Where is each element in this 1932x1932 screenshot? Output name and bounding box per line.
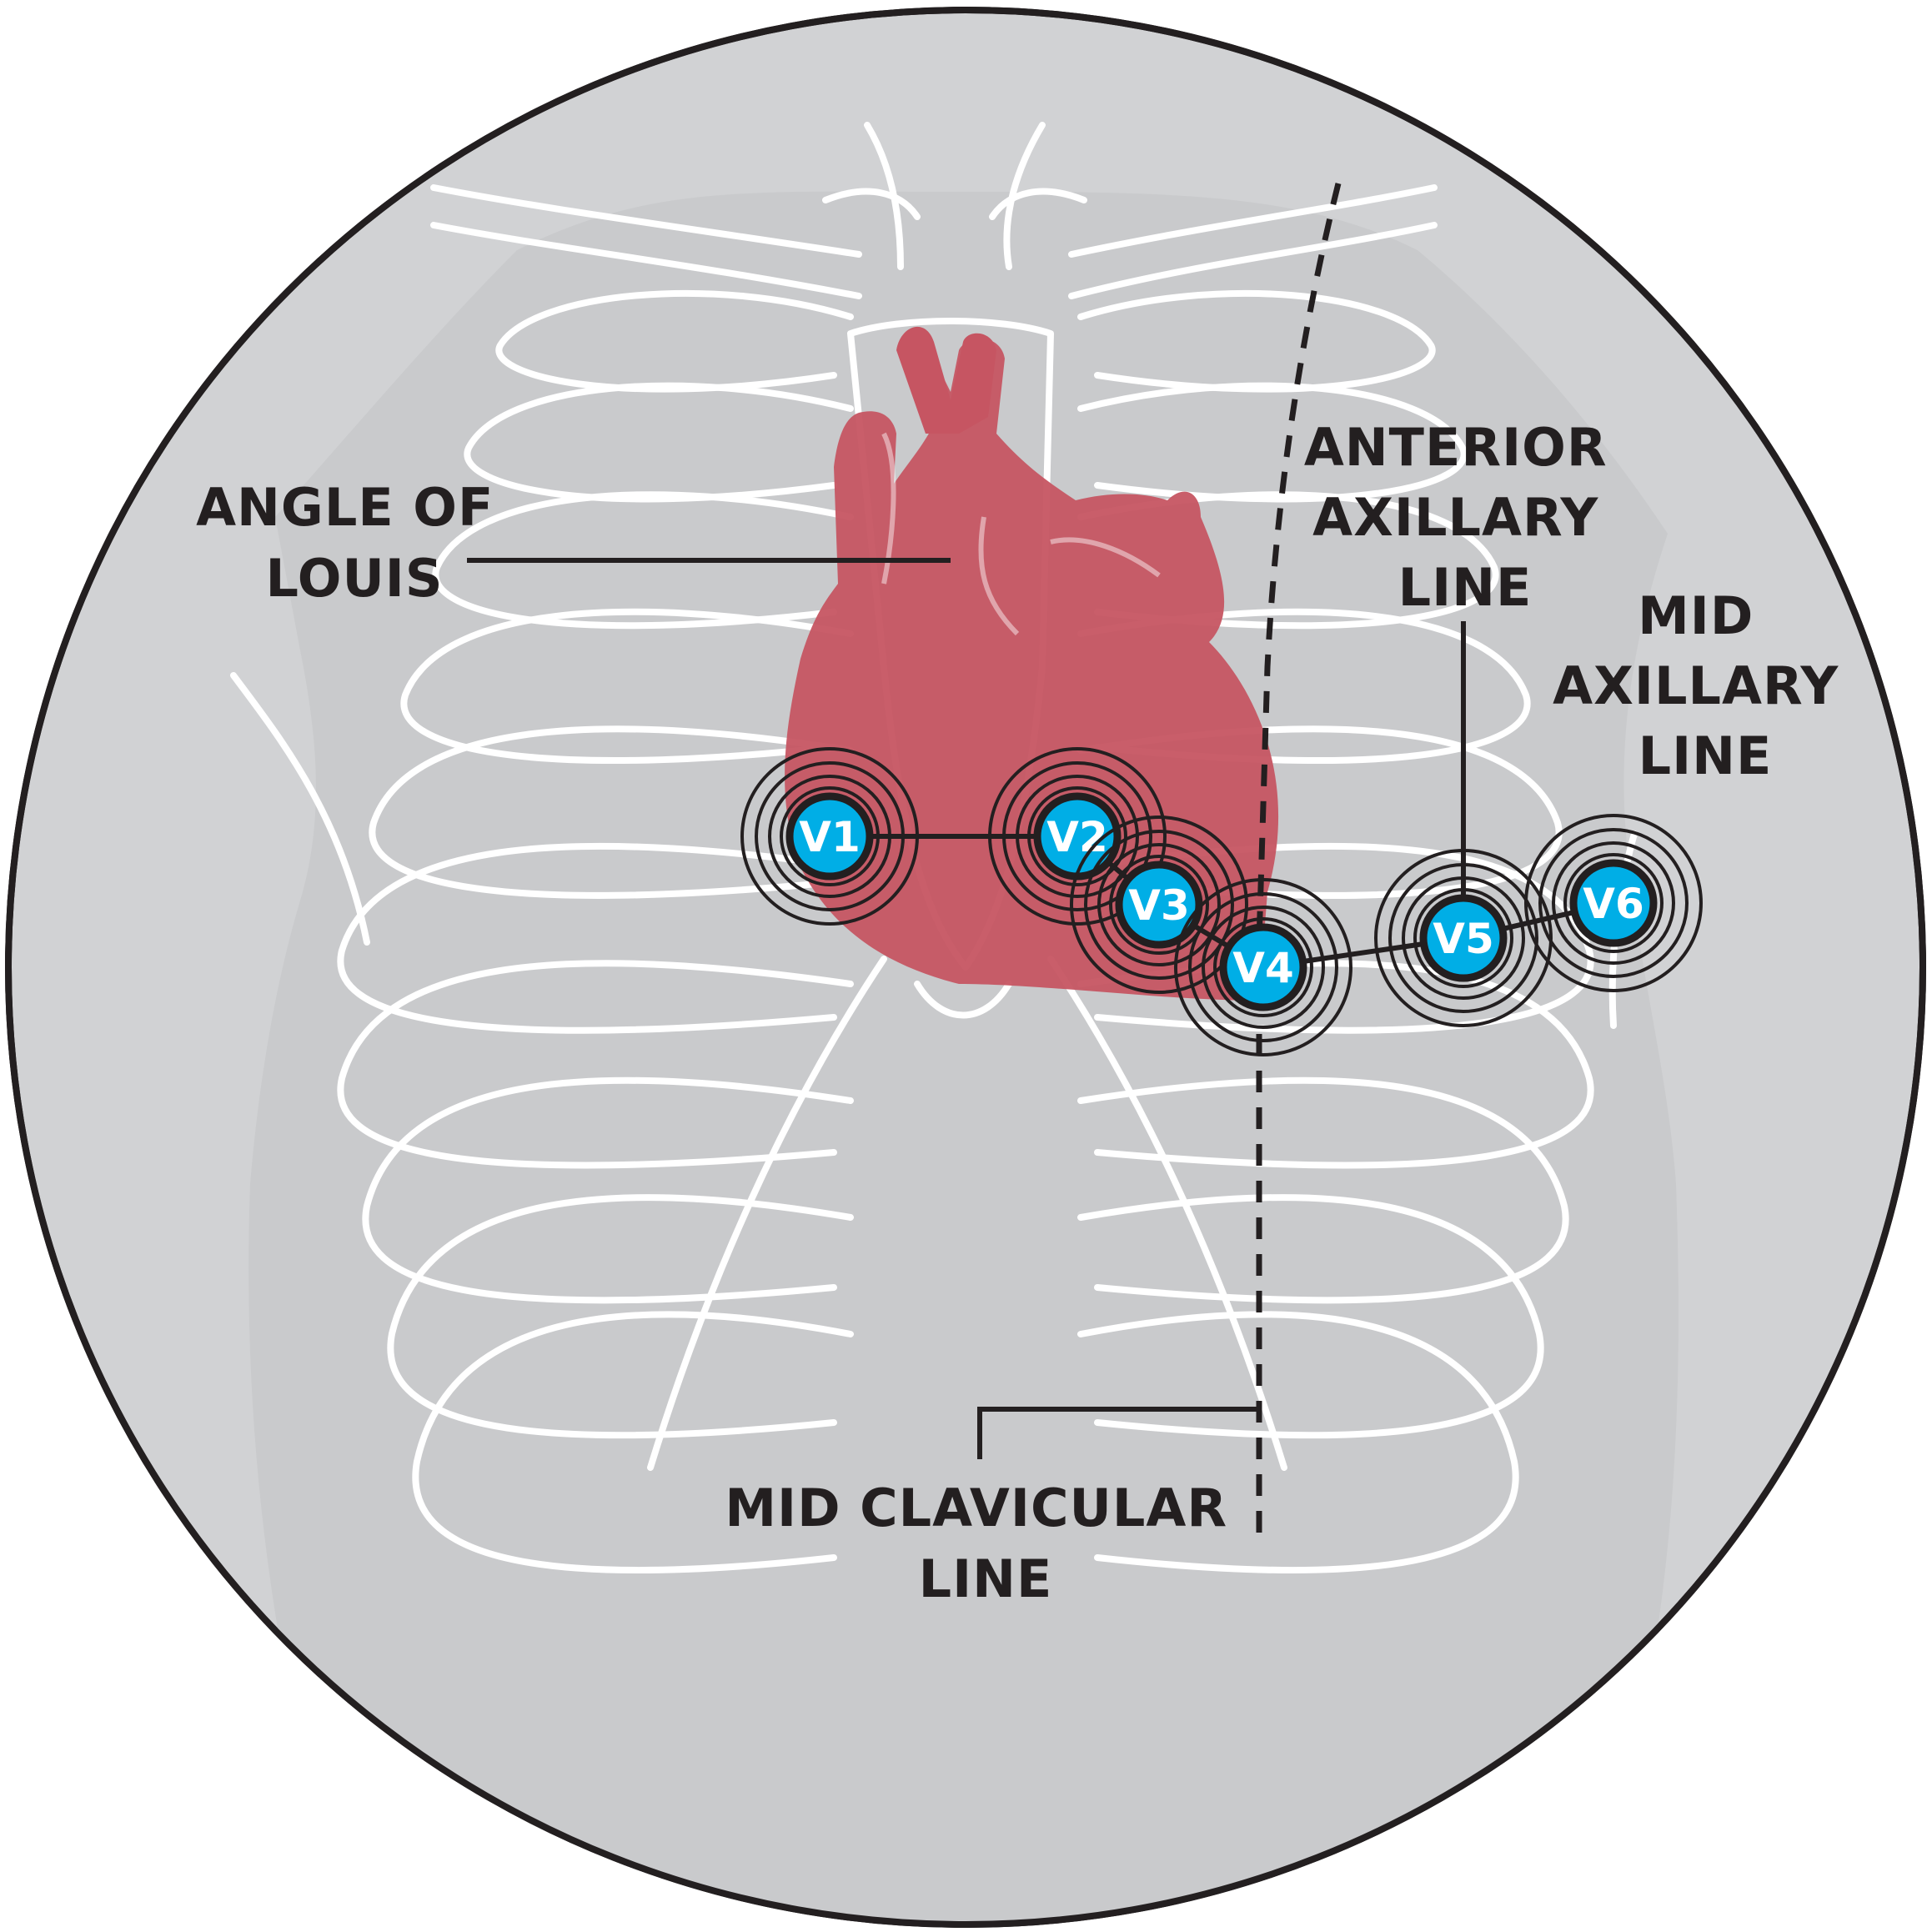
heart-vessel-outline xyxy=(881,432,1161,636)
rib-left xyxy=(1077,608,1531,765)
left-clavicle xyxy=(1068,184,1438,258)
right-clavicle-lower xyxy=(430,222,862,299)
left-costal-margin xyxy=(1047,956,1287,1471)
mid-axillary-label: MID AXILLARY LINE xyxy=(1553,585,1858,786)
rib-right xyxy=(337,842,854,1034)
electrode-v6: V6 xyxy=(1524,814,1703,992)
anterior-axillary-label: ANTERIOR AXILLARY LINE xyxy=(1304,417,1626,618)
electrode-v5: V5 xyxy=(1374,849,1553,1027)
xiphoid xyxy=(914,981,1012,1019)
rib-left xyxy=(1077,1311,1519,1574)
electrode-pad xyxy=(1419,894,1508,982)
rib-left xyxy=(1077,842,1594,1034)
rib-right xyxy=(369,725,854,899)
rib-cage xyxy=(337,122,1594,1574)
electrode-ring xyxy=(768,775,891,898)
rib-right xyxy=(412,1311,854,1574)
electrode-ring xyxy=(1097,843,1221,966)
electrode-ring xyxy=(1084,830,1234,980)
electrode-v2: V2 xyxy=(988,747,1167,926)
rib-left xyxy=(1077,1076,1569,1304)
electrode-label: V6 xyxy=(1583,880,1644,928)
rib-right xyxy=(362,1076,854,1304)
aorta xyxy=(896,326,996,434)
rib-left xyxy=(1077,960,1594,1169)
electrode-ring xyxy=(780,786,880,886)
disc-border xyxy=(5,7,1926,1928)
electrode-ring xyxy=(1027,786,1127,886)
electrode-v3: V3 xyxy=(1070,815,1248,994)
right-arm-outline xyxy=(230,672,370,946)
electrode-ring xyxy=(1109,855,1209,955)
rib-right xyxy=(464,382,854,503)
electrode-ring xyxy=(988,747,1167,926)
electrode-label: V2 xyxy=(1046,813,1108,861)
electrode-ring xyxy=(1374,849,1553,1027)
electrode-v4: V4 xyxy=(1174,878,1352,1056)
right-costal-margin xyxy=(647,956,887,1471)
electrode-ring xyxy=(1524,814,1703,992)
cervical-spine xyxy=(864,122,1046,270)
rib-right xyxy=(400,608,854,765)
electrode-ring xyxy=(1402,876,1525,1000)
rib-left xyxy=(1077,1194,1544,1439)
mid-clavicular-bracket xyxy=(977,1407,1259,1459)
electrode-ring xyxy=(1202,906,1325,1029)
electrode-label: V3 xyxy=(1128,881,1190,930)
ribs-right xyxy=(337,289,854,1574)
electrode-ring xyxy=(755,761,905,911)
electrode-v1: V1 xyxy=(740,747,919,926)
electrode-pad xyxy=(1115,861,1203,949)
rib-right xyxy=(432,491,854,630)
angle-of-louis-label: ANGLE OF LOUIS xyxy=(196,477,513,609)
electrode-ring xyxy=(1538,828,1689,978)
electrode-pad xyxy=(785,792,874,881)
electrode-ring xyxy=(740,747,919,926)
electrode-ring xyxy=(1388,863,1538,1013)
electrode-pad xyxy=(1219,923,1307,1011)
rib-left xyxy=(1077,725,1563,899)
mid-clavicular-label: MID CLAVICULAR LINE xyxy=(725,1478,1246,1609)
rib-left xyxy=(1077,491,1499,630)
rib-right xyxy=(387,1194,854,1439)
electrode-pad xyxy=(1569,859,1658,947)
electrode-label: V4 xyxy=(1232,944,1294,992)
electrode-ring xyxy=(1563,853,1664,953)
left-clavicle-lower xyxy=(1068,222,1438,299)
electrode-ring xyxy=(1552,841,1675,965)
electrode-label: V5 xyxy=(1433,915,1494,963)
electrode-ring xyxy=(1002,761,1152,911)
electrode-ring xyxy=(1070,815,1248,994)
ribs-left xyxy=(1077,289,1594,1574)
right-clavicle xyxy=(430,184,862,258)
electrode-ring xyxy=(1188,892,1338,1042)
electrode-label: V1 xyxy=(799,813,861,861)
electrode-ring xyxy=(1413,888,1513,988)
electrode-ring xyxy=(1213,917,1313,1017)
rib-left xyxy=(1077,382,1468,503)
neck-vertebra xyxy=(822,188,1087,220)
rib-right xyxy=(337,960,854,1169)
electrode-ring xyxy=(1174,878,1352,1056)
